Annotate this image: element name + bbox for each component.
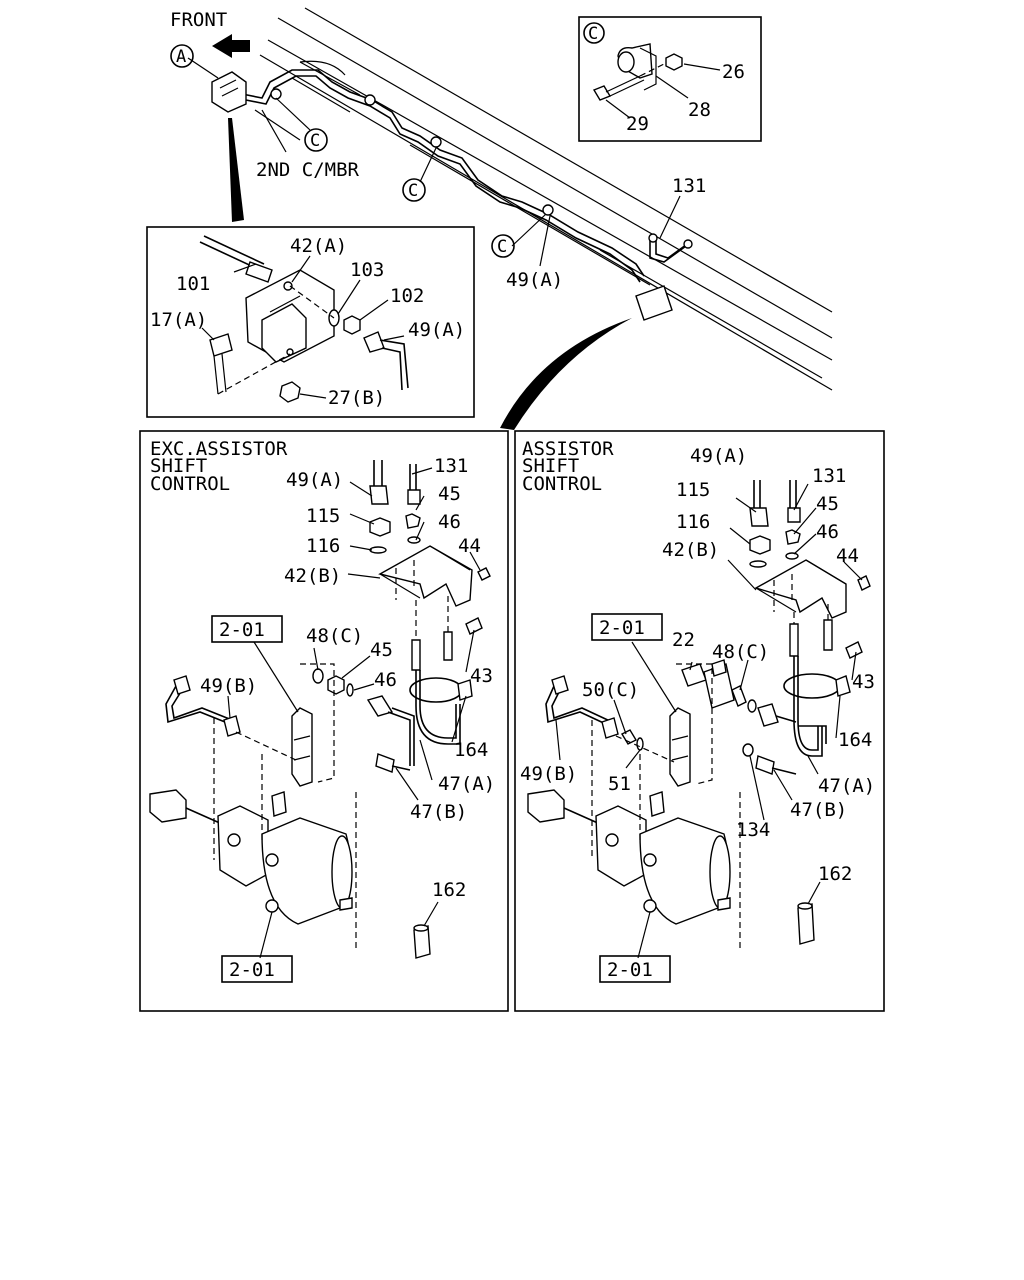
callout-c-1: C xyxy=(304,128,328,152)
ref-box-label: 2-01 xyxy=(599,617,645,639)
pipe-49a-route xyxy=(231,69,645,277)
part-label-50c: 50(C) xyxy=(582,679,639,701)
part-label-43: 43 xyxy=(852,671,875,693)
callout-a-letter: A xyxy=(176,47,186,67)
member-label: 2ND C/MBR xyxy=(256,159,360,181)
part-label-45-lower: 45 xyxy=(370,639,393,661)
part-label-131: 131 xyxy=(434,455,468,477)
part-label-131: 131 xyxy=(812,465,846,487)
ref-box-2-01-bottom[interactable]: 2-01 xyxy=(599,955,671,983)
part-label-164: 164 xyxy=(838,729,872,751)
part-label-102: 102 xyxy=(390,285,424,307)
ref-box-label: 2-01 xyxy=(229,959,275,981)
left-title-line-3: CONTROL xyxy=(150,473,230,495)
right-panel xyxy=(514,430,885,1012)
part-label-115: 115 xyxy=(306,505,340,527)
part-label-42a: 42(A) xyxy=(290,235,347,257)
part-label-51: 51 xyxy=(608,773,631,795)
callout-c-letter: C xyxy=(310,131,320,151)
detail-a-box xyxy=(146,226,475,418)
part-label-45: 45 xyxy=(438,483,461,505)
part-label-28: 28 xyxy=(688,99,711,121)
part-label-48c: 48(C) xyxy=(712,641,769,663)
part-label-29: 29 xyxy=(626,113,649,135)
part-label-47a: 47(A) xyxy=(818,775,875,797)
part-label-115: 115 xyxy=(676,479,710,501)
part-label-46: 46 xyxy=(438,511,461,533)
front-label: FRONT xyxy=(170,9,227,31)
part-label-46-lower: 46 xyxy=(374,669,397,691)
part-label-47a: 47(A) xyxy=(438,773,495,795)
left-title-line-2: SHIFT xyxy=(150,455,207,477)
part-label-22: 22 xyxy=(672,629,695,651)
part-label-134: 134 xyxy=(736,819,770,841)
detail-c-marker: C xyxy=(588,24,598,44)
right-title-line-2: SHIFT xyxy=(522,455,579,477)
part-label-42b: 42(B) xyxy=(662,539,719,561)
callout-c-2: C xyxy=(402,178,426,202)
part-label-131: 131 xyxy=(672,175,706,197)
right-title-line-3: CONTROL xyxy=(522,473,602,495)
part-label-47b: 47(B) xyxy=(790,799,847,821)
callout-c-3: C xyxy=(491,234,515,258)
part-label-49b: 49(B) xyxy=(520,763,577,785)
ref-box-2-01-bottom[interactable]: 2-01 xyxy=(221,955,293,983)
part-label-49a: 49(A) xyxy=(690,445,747,467)
left-title-line-1: EXC.ASSISTOR xyxy=(150,438,288,460)
part-label-162: 162 xyxy=(432,879,466,901)
part-label-48c: 48(C) xyxy=(306,625,363,647)
part-label-49a: 49(A) xyxy=(506,269,563,291)
part-label-49a: 49(A) xyxy=(286,469,343,491)
frame-overview xyxy=(187,7,833,430)
part-label-47b: 47(B) xyxy=(410,801,467,823)
part-label-116: 116 xyxy=(676,511,710,533)
part-label-43: 43 xyxy=(470,665,493,687)
part-label-42b: 42(B) xyxy=(284,565,341,587)
part-label-17a: 17(A) xyxy=(150,309,207,331)
part-label-162: 162 xyxy=(818,863,852,885)
ref-box-label: 2-01 xyxy=(607,959,653,981)
callout-c-letter: C xyxy=(408,181,418,201)
ref-box-2-01-top[interactable]: 2-01 xyxy=(591,613,663,641)
part-label-44: 44 xyxy=(458,535,481,557)
callout-a: A xyxy=(170,44,194,68)
right-title-line-1: ASSISTOR xyxy=(522,438,614,460)
callout-c-letter: C xyxy=(497,237,507,257)
ref-box-label: 2-01 xyxy=(219,619,265,641)
detail-c-box xyxy=(578,16,762,142)
part-label-27b: 27(B) xyxy=(328,387,385,409)
part-label-26: 26 xyxy=(722,61,745,83)
part-label-49a-detail: 49(A) xyxy=(408,319,465,341)
part-label-116: 116 xyxy=(306,535,340,557)
part-label-44: 44 xyxy=(836,545,859,567)
ref-box-2-01-top[interactable]: 2-01 xyxy=(211,615,283,643)
part-label-164: 164 xyxy=(454,739,488,761)
part-label-103: 103 xyxy=(350,259,384,281)
left-panel xyxy=(139,430,509,1012)
part-label-46: 46 xyxy=(816,521,839,543)
part-label-45: 45 xyxy=(816,493,839,515)
part-label-49b: 49(B) xyxy=(200,675,257,697)
part-label-101: 101 xyxy=(176,273,210,295)
